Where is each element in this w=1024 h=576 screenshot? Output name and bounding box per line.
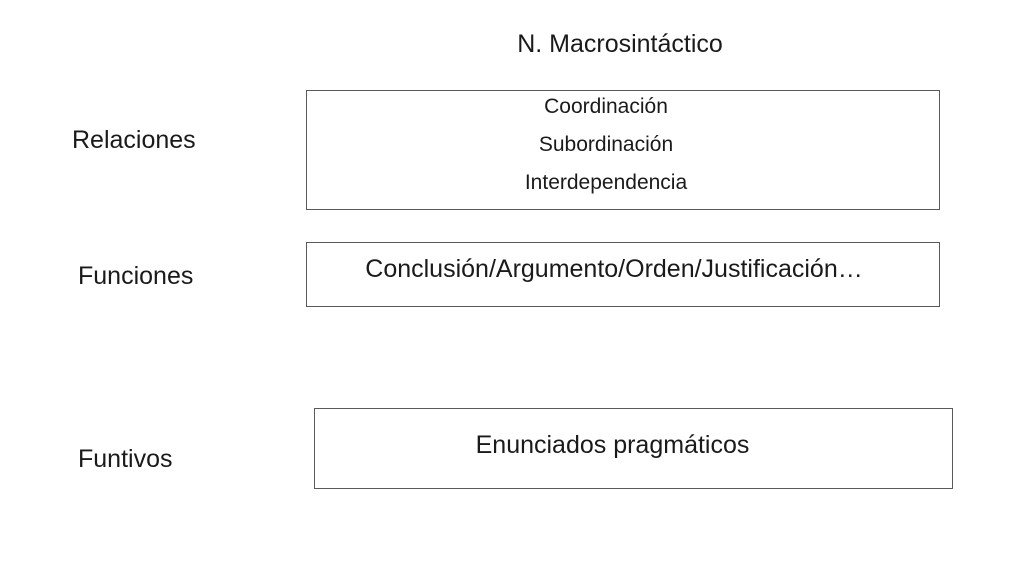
row-label-relaciones: Relaciones	[72, 126, 196, 154]
row-label-funciones: Funciones	[78, 262, 194, 290]
row-label-funtivos: Funtivos	[78, 445, 173, 473]
funtivos-text: Enunciados pragmáticos	[475, 431, 750, 459]
relaciones-list: Coordinación Subordinación Interdependen…	[307, 91, 905, 202]
relaciones-item-interdependencia: Interdependencia	[524, 171, 688, 194]
relaciones-box: Coordinación Subordinación Interdependen…	[306, 90, 940, 210]
relaciones-item-subordinacion: Subordinación	[538, 133, 674, 156]
relaciones-item-coordinacion: Coordinación	[544, 95, 668, 118]
funciones-box: Conclusión/Argumento/Orden/Justificación…	[306, 242, 940, 307]
diagram-title: N. Macrosintáctico	[517, 30, 723, 58]
funtivos-box: Enunciados pragmáticos	[314, 408, 953, 489]
funciones-text: Conclusión/Argumento/Orden/Justificación…	[365, 255, 863, 283]
